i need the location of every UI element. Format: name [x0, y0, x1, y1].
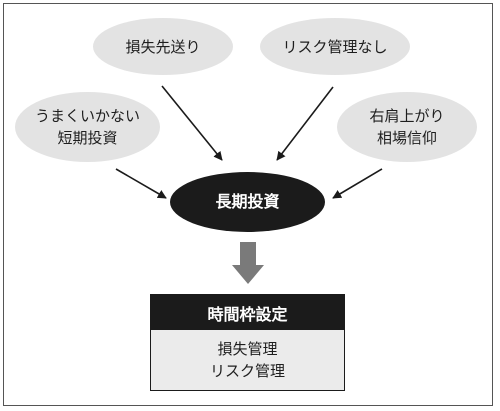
node-no-risk-management-label: リスク管理なし [282, 37, 388, 56]
node-failed-short-term: うまくいかない 短期投資 [15, 92, 160, 162]
node-loss-deferral: 損失先送り [93, 18, 233, 75]
node-failed-short-term-line2: 短期投資 [57, 129, 118, 147]
time-frame-box-item-risk-management: リスク管理 [209, 362, 285, 380]
node-loss-deferral-label: 損失先送り [125, 37, 201, 56]
node-rising-market-belief-line2: 相場信仰 [376, 129, 437, 147]
arrow-short-term-to-center [115, 168, 167, 199]
arrow-rising-market-to-center [332, 168, 383, 199]
arrow-no-risk-to-center [276, 86, 334, 161]
node-long-term-investment: 長期投資 [170, 172, 325, 232]
node-long-term-investment-label: 長期投資 [215, 192, 280, 211]
time-frame-box-title: 時間枠設定 [207, 304, 288, 324]
node-rising-market-belief-line1: 右肩上がり [369, 107, 445, 125]
time-frame-box-header: 時間枠設定 [151, 295, 344, 330]
arrow-loss-deferral-to-center [161, 85, 223, 161]
node-failed-short-term-line1: うまくいかない [34, 107, 140, 125]
node-no-risk-management: リスク管理なし [260, 18, 410, 75]
time-frame-box-item-loss-management: 損失管理 [217, 340, 278, 358]
arrow-down-to-time-frame [232, 242, 264, 284]
time-frame-box: 時間枠設定 損失管理 リスク管理 [150, 294, 345, 391]
time-frame-box-body: 損失管理 リスク管理 [151, 330, 344, 390]
node-rising-market-belief: 右肩上がり 相場信仰 [337, 92, 477, 162]
